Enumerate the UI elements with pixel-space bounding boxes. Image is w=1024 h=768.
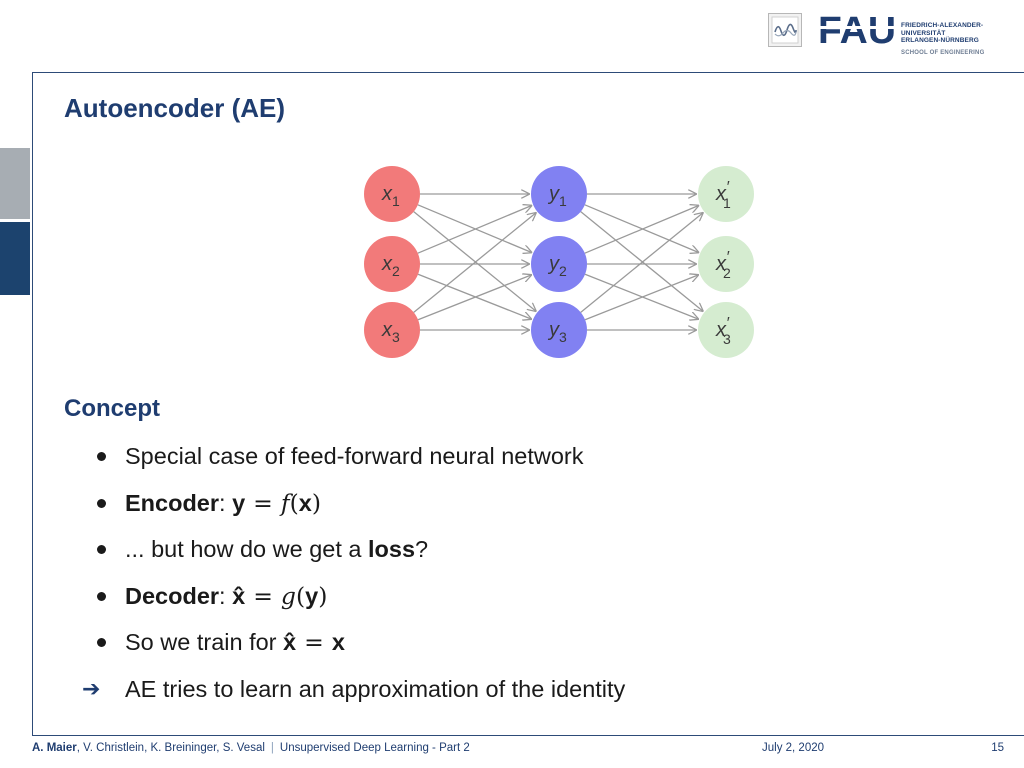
- input-node: x2: [364, 236, 420, 292]
- hidden-node-circle: [531, 236, 587, 292]
- page-number: 15: [991, 742, 1004, 754]
- hidden-node-label: y2: [547, 253, 567, 279]
- bullet-item: Encoder: y =f(x): [96, 487, 896, 534]
- edge-arrow: [417, 273, 531, 319]
- bullet-item: Decoder: x̂ =g(y): [96, 580, 896, 627]
- section-heading: Concept: [64, 395, 160, 422]
- math-g: g: [280, 581, 296, 610]
- university-line: UNIVERSITÄT: [901, 29, 946, 37]
- math-equals: =: [304, 628, 324, 656]
- output-node-label: x′3: [715, 315, 731, 347]
- decoder-label: Decoder: [125, 582, 220, 609]
- math-equals: =: [253, 488, 273, 517]
- footer-date: July 2, 2020: [762, 742, 825, 754]
- bullet-text-end: ?: [415, 536, 429, 562]
- bullet-dot: [97, 498, 106, 508]
- input-node-label: x3: [381, 319, 400, 345]
- bullet-dot: [97, 591, 106, 601]
- edge-arrow: [584, 206, 699, 254]
- fau-logo: FAU: [818, 10, 898, 52]
- bullet-item: ... but how do we get a loss?: [96, 533, 896, 580]
- math-equals: =: [253, 581, 273, 610]
- edge-arrow: [580, 213, 703, 313]
- encoder-label: Encoder: [125, 489, 220, 516]
- bullet-item: Special case of feed-forward neural netw…: [96, 440, 896, 487]
- output-node-circle: [698, 236, 754, 292]
- arrow-right-icon: ➔: [82, 675, 101, 701]
- colon: :: [219, 582, 226, 609]
- input-node: x1: [364, 166, 420, 222]
- colon: :: [219, 489, 226, 516]
- bullet-text: So we train for: [125, 629, 284, 655]
- input-node-label: x1: [381, 183, 400, 209]
- math-paren-close: ): [311, 488, 321, 517]
- input-node-circle: [364, 302, 420, 358]
- conclusion-text: AE tries to learn an approximation of th…: [125, 675, 626, 702]
- slide-frame: [32, 72, 1024, 736]
- hidden-node-label: y3: [547, 319, 567, 345]
- bullet-dot: [97, 545, 106, 554]
- loss-bold: loss: [368, 536, 416, 562]
- output-node-circle: [698, 302, 754, 358]
- footer-course: Unsupervised Deep Learning - Part 2: [279, 742, 470, 754]
- output-node-circle: [698, 166, 754, 222]
- footer-main-author: A. Maier: [32, 742, 77, 754]
- bullet-text: ... but how do we get a: [125, 536, 368, 562]
- university-line: ERLANGEN-NÜRNBERG: [901, 37, 979, 44]
- footer-coauthors: , V. Christlein, K. Breininger, S. Vesal: [76, 742, 265, 754]
- footer-separator: |: [270, 742, 274, 754]
- output-node-label: x′2: [715, 249, 731, 281]
- edge-arrow: [584, 273, 698, 319]
- math-y: y: [305, 582, 319, 609]
- edge-arrow: [584, 275, 698, 321]
- math-paren-close: ): [318, 581, 328, 610]
- bullet-item: So we train for x̂ = x: [96, 626, 896, 673]
- input-node-circle: [364, 236, 420, 292]
- hidden-node: y2: [531, 236, 587, 292]
- edge-arrow: [580, 211, 703, 311]
- bullet-text: Special case of feed-forward neural netw…: [125, 443, 584, 469]
- output-node: x′1: [698, 166, 754, 222]
- math-xhat: x̂: [232, 582, 246, 609]
- side-marker-gray: [0, 148, 30, 219]
- wave-logo-icon: [768, 13, 802, 47]
- school-name: SCHOOL OF ENGINEERING: [901, 50, 985, 56]
- autoencoder-diagram: x1 x2 x3 y1 y2 y3 x′1 x′2 x′3: [360, 166, 760, 367]
- input-node-circle: [364, 166, 420, 222]
- fau-logo-text: FAU: [818, 12, 896, 46]
- output-node: x′2: [698, 236, 754, 292]
- edge-arrow: [584, 204, 699, 253]
- hidden-node: y1: [531, 166, 587, 222]
- input-node: x3: [364, 302, 420, 358]
- math-paren-open: (: [295, 581, 306, 610]
- bullet-list: Special case of feed-forward neural netw…: [82, 440, 896, 720]
- edge-arrow: [417, 275, 531, 321]
- edge-arrow: [413, 213, 536, 313]
- input-node-label: x2: [381, 253, 400, 279]
- math-x: x: [298, 489, 312, 516]
- edge-arrow: [413, 211, 536, 311]
- side-marker-blue: [0, 222, 30, 295]
- footer-authors: A. Maier, V. Christlein, K. Breininger, …: [32, 742, 470, 754]
- conclusion-item: ➔ AE tries to learn an approximation of …: [82, 673, 896, 720]
- university-name: FRIEDRICH-ALEXANDER- UNIVERSITÄT ERLANGE…: [901, 22, 983, 45]
- math-x: x: [331, 629, 345, 655]
- math-xhat: x̂: [283, 629, 297, 655]
- math-y: y: [232, 489, 246, 516]
- slide-title: Autoencoder (AE): [64, 93, 285, 123]
- hidden-node-circle: [531, 302, 587, 358]
- network-svg: x1 x2 x3 y1 y2 y3 x′1 x′2 x′3: [364, 166, 754, 358]
- hidden-node: y3: [531, 302, 587, 358]
- bullet-dot: [97, 452, 106, 461]
- hidden-node-circle: [531, 166, 587, 222]
- hidden-node-label: y1: [547, 183, 567, 209]
- math-f: f: [280, 488, 290, 517]
- bullet-dot: [97, 638, 106, 647]
- output-node: x′3: [698, 302, 754, 358]
- output-node-label: x′1: [715, 179, 731, 211]
- university-line: FRIEDRICH-ALEXANDER-: [901, 22, 984, 29]
- edge-arrow: [417, 204, 532, 253]
- math-paren-open: (: [289, 488, 299, 517]
- edge-arrow: [417, 206, 532, 254]
